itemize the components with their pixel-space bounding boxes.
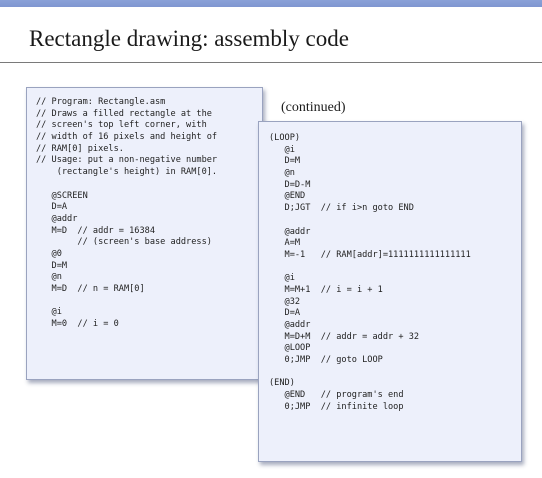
code-line: M=0 // i = 0 (36, 319, 119, 330)
code-line: M=D // addr = 16384 (36, 225, 155, 236)
code-line: (rectangle's height) in RAM[0]. (36, 167, 218, 178)
code-line: // Usage: put a non-negative number (36, 155, 218, 166)
code-line: // screen's top left corner, with (36, 120, 207, 131)
code-line: M=D // n = RAM[0] (36, 284, 145, 294)
code-line: D=A (269, 308, 301, 319)
code-line: @addr (269, 320, 311, 330)
code-line: @END (269, 191, 306, 202)
slide-title: Rectangle drawing: assembly code (29, 26, 349, 51)
code-line (269, 367, 521, 379)
code-line: A=M (269, 238, 301, 249)
code-line (269, 215, 521, 227)
code-line (36, 296, 262, 308)
code-line: (END) (269, 378, 295, 389)
code-line: D=D-M (269, 179, 311, 190)
code-line (269, 262, 521, 274)
code-line: D=A (36, 202, 68, 213)
code-line: @0 (36, 248, 62, 259)
code-line: @i (36, 307, 62, 318)
code-line: (LOOP) (269, 133, 301, 143)
continued-label: (continued) (281, 100, 346, 115)
code-line: D=M (36, 260, 68, 271)
code-line: // Program: Rectangle.asm (36, 97, 166, 107)
code-line: @32 (269, 296, 301, 307)
title-divider (0, 62, 542, 63)
code-line: // Draws a filled rectangle at the (36, 108, 212, 119)
code-line: // width of 16 pixels and height of (36, 132, 218, 143)
code-line: @LOOP (269, 343, 311, 354)
code-line: M=M+1 // i = i + 1 (269, 284, 383, 295)
top-accent-bar (0, 0, 542, 7)
code-line: @END // program's end (269, 390, 404, 401)
code-line: D=M (269, 156, 301, 167)
code-line: @n (269, 168, 295, 179)
code-line: M=-1 // RAM[addr]=1111111111111111 (269, 249, 471, 260)
code-line: 0;JMP // infinite loop (269, 401, 404, 412)
code-line: @i (269, 273, 295, 284)
code-line: @n (36, 272, 62, 283)
code-line: 0;JMP // goto LOOP (269, 355, 383, 366)
code-line: @SCREEN (36, 190, 88, 201)
code-line: D;JGT // if i>n goto END (269, 203, 414, 214)
code-line: // (screen's base address) (36, 237, 212, 248)
code-line: M=D+M // addr = addr + 32 (269, 331, 420, 342)
code-line: // RAM[0] pixels. (36, 143, 124, 154)
code-line: @i (269, 144, 295, 155)
code-line: @addr (36, 213, 78, 224)
code-line (36, 179, 262, 191)
code-line: @addr (269, 226, 311, 237)
code-panel-part1: // Program: Rectangle.asm// Draws a fill… (26, 87, 263, 380)
code-panel-part2: (LOOP) @i D=M @n D=D-M @END D;JGT // if … (258, 121, 522, 462)
